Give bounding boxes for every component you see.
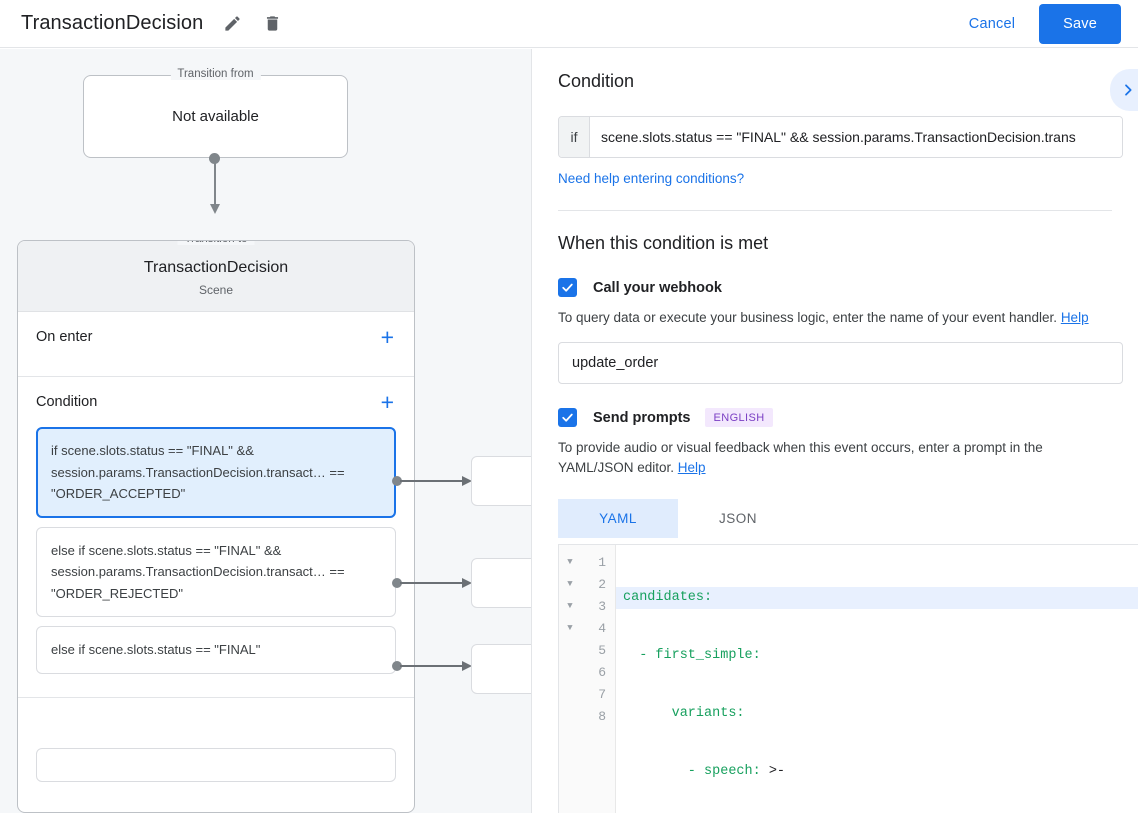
- transition-from-box: Transition from Not available: [83, 68, 348, 158]
- cancel-button[interactable]: Cancel: [955, 7, 1029, 41]
- language-badge: ENGLISH: [705, 408, 773, 427]
- when-condition-met-section: When this condition is met Call your web…: [532, 211, 1138, 813]
- send-prompts-checkbox[interactable]: [558, 408, 577, 427]
- tab-yaml[interactable]: YAML: [558, 499, 678, 538]
- prompts-helper-text: To provide audio or visual feedback when…: [558, 438, 1112, 478]
- section-condition: Condition + if scene.slots.status == "FI…: [18, 377, 414, 698]
- webhook-help-link[interactable]: Help: [1060, 310, 1089, 325]
- fold-toggle-icon[interactable]: ▼: [567, 601, 573, 611]
- gutter-line: ▼1: [559, 551, 615, 573]
- send-prompts-row: Send prompts ENGLISH: [558, 408, 1112, 427]
- transition-connector-arrowhead: [209, 204, 220, 214]
- line-number: 5: [598, 642, 606, 658]
- edge-line-accepted: [400, 480, 465, 482]
- section-header: [36, 698, 396, 748]
- code-line: candidates:: [616, 587, 1138, 609]
- line-number: 3: [598, 598, 606, 614]
- gutter-line: ▼4: [559, 617, 615, 639]
- section-slot-filling: [18, 698, 414, 796]
- condition-card-rejected[interactable]: else if scene.slots.status == "FINAL" &&…: [36, 526, 396, 617]
- line-number: 7: [598, 686, 606, 702]
- add-on-enter-button[interactable]: +: [380, 323, 394, 350]
- pencil-icon[interactable]: [221, 13, 243, 35]
- code-line: variants:: [623, 706, 745, 721]
- condition-expression-row: if: [558, 116, 1123, 158]
- edge-target-rejected[interactable]: [471, 558, 531, 608]
- gutter-line: 7: [559, 683, 615, 705]
- topbar-actions: Cancel Save: [955, 3, 1138, 44]
- code-line: - speech: >-: [623, 764, 786, 779]
- line-number: 8: [598, 708, 606, 724]
- webhook-helper-lead: To query data or execute your business l…: [558, 310, 1061, 325]
- editor-gutter: ▼1 ▼2 ▼3 ▼4 5 6 7 8: [559, 545, 616, 813]
- webhook-label: Call your webhook: [593, 279, 722, 296]
- condition-heading: Condition: [558, 71, 635, 91]
- webhook-helper-text: To query data or execute your business l…: [558, 308, 1112, 328]
- section-divider: [558, 210, 1112, 211]
- edge-target-accepted[interactable]: [471, 456, 531, 506]
- condition-help-link[interactable]: Need help entering conditions?: [558, 171, 745, 186]
- scene-name: TransactionDecision: [143, 259, 289, 276]
- condition-expression-input[interactable]: [590, 117, 1122, 157]
- section-title-condition: Condition: [36, 394, 98, 410]
- gutter-line: 5: [559, 639, 615, 661]
- gutter-line: ▼3: [559, 595, 615, 617]
- webhook-handler-input[interactable]: [558, 342, 1123, 384]
- transition-from-value: Not available: [172, 108, 259, 125]
- line-number: 2: [598, 576, 606, 592]
- condition-section: Condition if Need help entering conditio…: [532, 49, 1138, 211]
- condition-card-accepted[interactable]: if scene.slots.status == "FINAL" && sess…: [36, 427, 396, 518]
- page-title: TransactionDecision: [21, 12, 204, 34]
- edge-dot-rejected: [392, 578, 402, 588]
- transition-connector-line: [214, 158, 216, 208]
- edge-line-rejected: [400, 582, 465, 584]
- webhook-row: Call your webhook: [558, 278, 1112, 297]
- edge-dot-final: [392, 661, 402, 671]
- section-header: Condition +: [36, 377, 396, 427]
- line-number: 4: [598, 620, 606, 636]
- gutter-line: ▼2: [559, 573, 615, 595]
- transition-from-legend: Transition from: [170, 68, 261, 80]
- prompts-helper-lead: To provide audio or visual feedback when…: [558, 440, 1043, 475]
- gutter-line: 8: [559, 705, 615, 727]
- slot-validation-card[interactable]: [36, 747, 396, 782]
- line-number: 6: [598, 664, 606, 680]
- edge-line-final: [400, 665, 465, 667]
- gutter-line: 6: [559, 661, 615, 683]
- yaml-editor[interactable]: ▼1 ▼2 ▼3 ▼4 5 6 7 8 candidates: - first_…: [558, 544, 1138, 813]
- scene-header: TransactionDecision Scene: [18, 241, 414, 312]
- edge-target-final[interactable]: [471, 644, 531, 694]
- edge-arrow-accepted: [462, 476, 472, 486]
- fold-toggle-icon[interactable]: ▼: [567, 623, 573, 633]
- prompts-help-link[interactable]: Help: [677, 460, 706, 475]
- fold-toggle-icon[interactable]: ▼: [567, 579, 573, 589]
- scene-kind: Scene: [198, 283, 234, 297]
- chevron-right-icon[interactable]: [1110, 69, 1138, 111]
- edge-arrow-rejected: [462, 578, 472, 588]
- section-on-enter: On enter +: [18, 312, 414, 377]
- transition-to-box: Transition to TransactionDecision Scene …: [17, 240, 415, 813]
- editor-format-tabs: YAML JSON: [558, 499, 1112, 538]
- fold-toggle-icon[interactable]: ▼: [567, 557, 573, 567]
- edge-dot-accepted: [392, 476, 402, 486]
- top-app-bar: TransactionDecision Cancel Save: [0, 0, 1138, 48]
- condition-card-final[interactable]: else if scene.slots.status == "FINAL": [36, 626, 396, 674]
- condition-if-prefix: if: [559, 117, 590, 157]
- section-title-on-enter: On enter: [36, 329, 93, 345]
- editor-code-area[interactable]: candidates: - first_simple: variants: - …: [616, 545, 1138, 813]
- condition-detail-pane: Condition if Need help entering conditio…: [531, 49, 1138, 813]
- tab-json[interactable]: JSON: [678, 499, 798, 538]
- save-button[interactable]: Save: [1039, 3, 1121, 44]
- code-line: - first_simple:: [623, 648, 761, 663]
- trash-icon[interactable]: [261, 13, 283, 35]
- send-prompts-label: Send prompts: [593, 409, 691, 426]
- when-met-heading: When this condition is met: [558, 233, 769, 253]
- add-condition-button[interactable]: +: [380, 388, 394, 415]
- transition-to-legend: Transition to: [177, 241, 255, 245]
- webhook-checkbox[interactable]: [558, 278, 577, 297]
- section-header: On enter +: [36, 312, 396, 362]
- edge-arrow-final: [462, 661, 472, 671]
- line-number: 1: [598, 554, 606, 570]
- scene-graph-pane: Transition from Not available Transition…: [0, 49, 531, 813]
